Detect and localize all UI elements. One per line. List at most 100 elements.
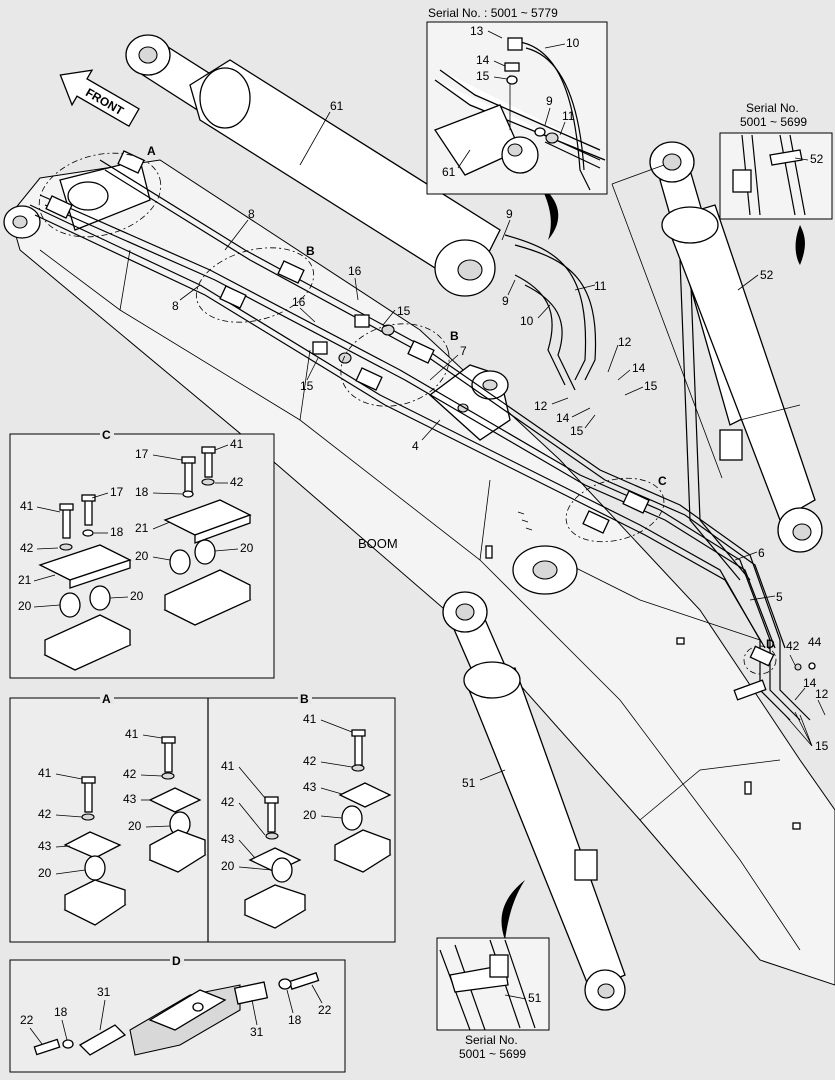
detail-b-callout-41b: 41 — [303, 712, 317, 726]
detail-marker-d — [743, 645, 777, 675]
callout-15d: 15 — [570, 424, 584, 438]
serial-right-line1: Serial No. — [746, 101, 799, 115]
callout-51: 51 — [462, 776, 476, 790]
callout-14c: 14 — [803, 676, 817, 690]
detail-a-callout-41b: 41 — [125, 727, 139, 741]
serial-top-label: Serial No. : 5001 ~ 5779 — [428, 6, 558, 20]
callout-44: 44 — [808, 635, 822, 649]
detail-b-callout-41a: 41 — [221, 759, 235, 773]
serial-right-line2: 5001 ~ 5699 — [740, 115, 807, 129]
detail-d-callout-18b: 18 — [288, 1013, 302, 1027]
main-callouts: 61 A 8 8 B 16 16 15 15 B 7 4 9 9 11 10 1… — [147, 99, 829, 940]
callout-4: 4 — [412, 439, 419, 453]
detail-c-callout-18b: 18 — [135, 485, 149, 499]
detail-c-title: C — [102, 428, 111, 442]
detail-a-callout-42b: 42 — [123, 767, 137, 781]
inset-bottom-callout-51: 51 — [528, 991, 542, 1005]
boom-label: BOOM — [358, 536, 398, 551]
detail-b-callout-42a: 42 — [221, 795, 235, 809]
detail-b-callout-20a: 20 — [221, 859, 235, 873]
callout-15c: 15 — [644, 379, 658, 393]
detail-c: C 41 17 18 42 21 20 20 — [9, 428, 275, 679]
detail-d-callout-22a: 22 — [20, 1013, 34, 1027]
inset-top-callout-10: 10 — [566, 36, 580, 50]
inset-serial-top: Serial No. : 5001 ~ 5779 13 10 14 15 9 1… — [426, 6, 608, 195]
callout-15a: 15 — [397, 304, 411, 318]
inset-top-callout-14: 14 — [476, 53, 490, 67]
detail-c-callout-20d: 20 — [240, 541, 254, 555]
detail-a-callout-20a: 20 — [38, 866, 52, 880]
callout-61: 61 — [330, 99, 344, 113]
callout-15e: 15 — [815, 739, 829, 753]
boom-cylinder-51 — [442, 591, 626, 1011]
pipe-clamps — [45, 150, 775, 701]
detail-a-title: A — [102, 692, 111, 706]
detail-c-callout-21b: 21 — [135, 521, 149, 535]
callout-10: 10 — [520, 314, 534, 328]
callout-6: 6 — [758, 546, 765, 560]
detail-c-callout-41b: 41 — [230, 437, 244, 451]
detail-d-callout-18a: 18 — [54, 1005, 68, 1019]
callout-14b: 14 — [556, 411, 570, 425]
inset-top-callout-11: 11 — [562, 109, 575, 123]
detail-b-callout-43a: 43 — [221, 832, 235, 846]
detail-a-callout-43a: 43 — [38, 839, 52, 853]
detail-a-b: A B 41 42 43 20 41 42 43 20 — [9, 692, 396, 943]
detail-c-callout-18a: 18 — [110, 525, 124, 539]
callout-42: 42 — [786, 639, 800, 653]
callout-52: 52 — [760, 268, 774, 282]
detail-d: D 22 18 31 31 18 22 — [9, 954, 346, 1073]
inset-serial-right: Serial No. 5001 ~ 5699 52 — [719, 101, 833, 220]
detail-c-callout-17b: 17 — [135, 447, 149, 461]
callout-16a: 16 — [348, 264, 362, 278]
section-label-d: D — [766, 637, 775, 651]
callout-9a: 9 — [506, 207, 513, 221]
arm-cylinder-52 — [649, 141, 823, 553]
detail-c-callout-20b: 20 — [130, 589, 144, 603]
front-arrow: FRONT — [59, 69, 140, 128]
callout-8a: 8 — [248, 207, 255, 221]
detail-marker-b2 — [340, 323, 450, 407]
detail-c-callout-42a: 42 — [20, 541, 34, 555]
inset-serial-bottom: 51 Serial No. 5001 ~ 5699 — [436, 937, 550, 1061]
callout-12b: 12 — [534, 399, 548, 413]
detail-c-callout-21a: 21 — [18, 573, 32, 587]
detail-c-callout-20a: 20 — [18, 599, 32, 613]
inset-top-callout-9: 9 — [546, 94, 553, 108]
serial-bottom-line1: Serial No. — [465, 1033, 518, 1047]
section-label-c: C — [658, 474, 667, 488]
detail-b-title: B — [300, 692, 309, 706]
callout-14a: 14 — [632, 361, 646, 375]
detail-a-callout-42a: 42 — [38, 807, 52, 821]
boom-cylinder-61 — [125, 34, 501, 297]
detail-d-callout-31a: 31 — [97, 985, 111, 999]
section-label-b1: B — [306, 244, 315, 258]
detail-b-callout-20b: 20 — [303, 808, 317, 822]
callout-12c: 12 — [815, 687, 829, 701]
detail-marker-c — [565, 477, 665, 543]
detail-a-callout-43b: 43 — [123, 792, 137, 806]
detail-marker-a — [38, 152, 162, 238]
inset-top-callout-15: 15 — [476, 69, 490, 83]
detail-b-callout-42b: 42 — [303, 754, 317, 768]
callout-7: 7 — [460, 344, 467, 358]
detail-a-callout-41a: 41 — [38, 766, 52, 780]
hydraulic-pipes — [29, 159, 811, 721]
detail-c-callout-20c: 20 — [135, 549, 149, 563]
callout-16b: 16 — [292, 295, 306, 309]
callout-11: 11 — [594, 279, 607, 293]
section-label-a: A — [147, 144, 156, 158]
detail-d-callout-31b: 31 — [250, 1025, 264, 1039]
detail-a-callout-20b: 20 — [128, 819, 142, 833]
inset-top-callout-13: 13 — [470, 24, 484, 38]
callout-9b: 9 — [502, 294, 509, 308]
inset-top-callout-61: 61 — [442, 165, 456, 179]
detail-d-title: D — [172, 954, 181, 968]
serial-bottom-line2: 5001 ~ 5699 — [459, 1047, 526, 1061]
callout-5: 5 — [776, 590, 783, 604]
detail-c-callout-42b: 42 — [230, 475, 244, 489]
detail-c-callout-17a: 17 — [110, 485, 124, 499]
detail-marker-b1 — [195, 247, 315, 323]
